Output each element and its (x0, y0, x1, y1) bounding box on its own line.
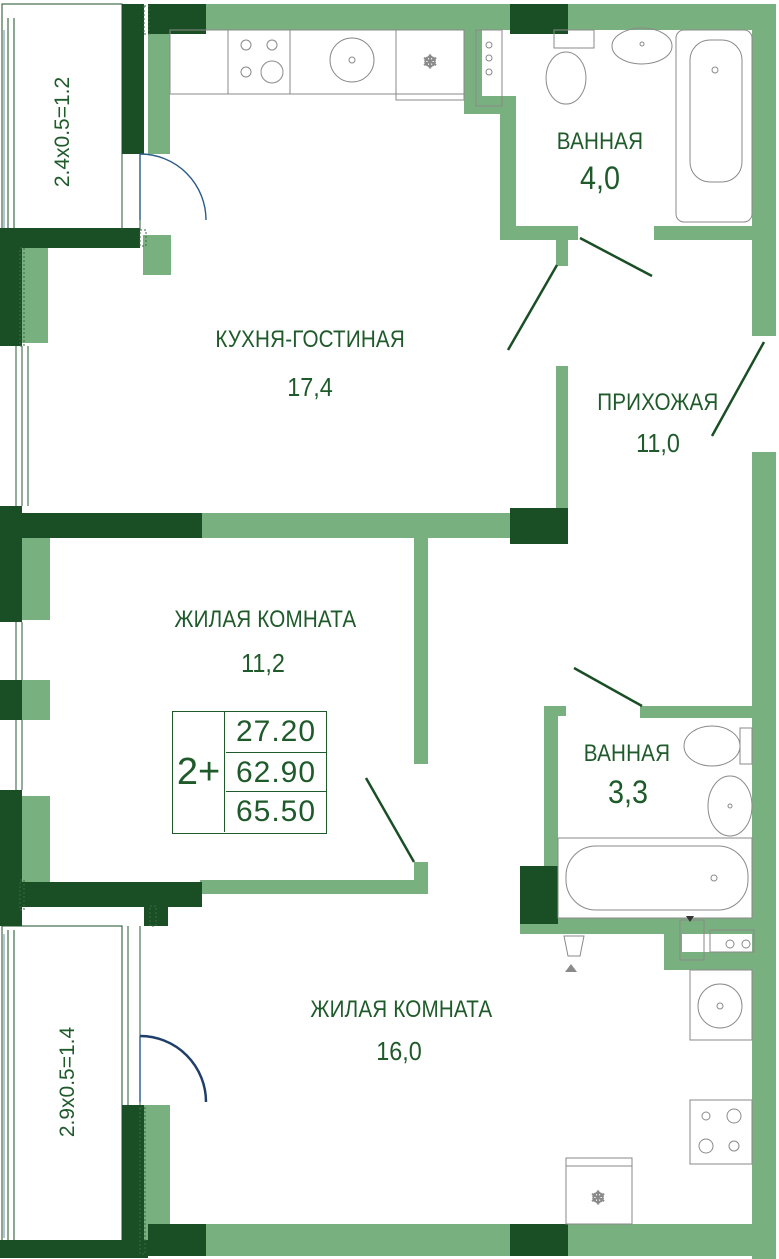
living-1-name: ЖИЛАЯ КОМНАТА (174, 606, 357, 633)
total-area-value: 62.90 (226, 752, 326, 792)
bath-bottom-area: 3,3 (607, 774, 649, 810)
kitchen-living-name: КУХНЯ-ГОСТИНАЯ (215, 326, 405, 353)
dark-walls (0, 4, 568, 1258)
interior-doors (364, 236, 766, 863)
bath-top-name: ВАННАЯ (556, 128, 644, 155)
kitchen-living-area: 17,4 (287, 372, 333, 402)
svg-text:❄: ❄ (422, 52, 437, 73)
bath-bottom-fixtures (557, 725, 755, 961)
living-1-area: 11,2 (241, 648, 285, 678)
light-walls (18, 4, 776, 1259)
balcony-bottom-size: 2.9x0.5=1.4 (56, 1026, 79, 1138)
insulation (19, 5, 157, 1255)
balconies (1, 3, 123, 1245)
svg-text:❄: ❄ (590, 1188, 605, 1209)
bath-top-fixtures (545, 27, 753, 223)
living-2-name: ЖИЛАЯ КОМНАТА (310, 996, 493, 1023)
living-2-area: 16,0 (376, 1036, 422, 1066)
area-summary: 2+ 27.20 62.90 65.50 (172, 711, 327, 834)
balcony-doors (139, 153, 208, 1103)
hallway-name: ПРИХОЖАЯ (597, 389, 719, 416)
hallway-area: 11,0 (636, 428, 680, 458)
balcony-top-size: 2.4x0.5=1.2 (51, 76, 74, 188)
rooms-count: 2+ (173, 712, 225, 832)
bath-bottom-name: ВАННАЯ (583, 740, 671, 767)
total-with-balconies-value: 65.50 (235, 795, 317, 828)
kitchen-top: ❄ (169, 29, 503, 107)
living-area-value: 27.20 (235, 715, 317, 748)
bath-top-area: 4,0 (579, 160, 621, 196)
room-appliances: ❄ (565, 969, 753, 1225)
